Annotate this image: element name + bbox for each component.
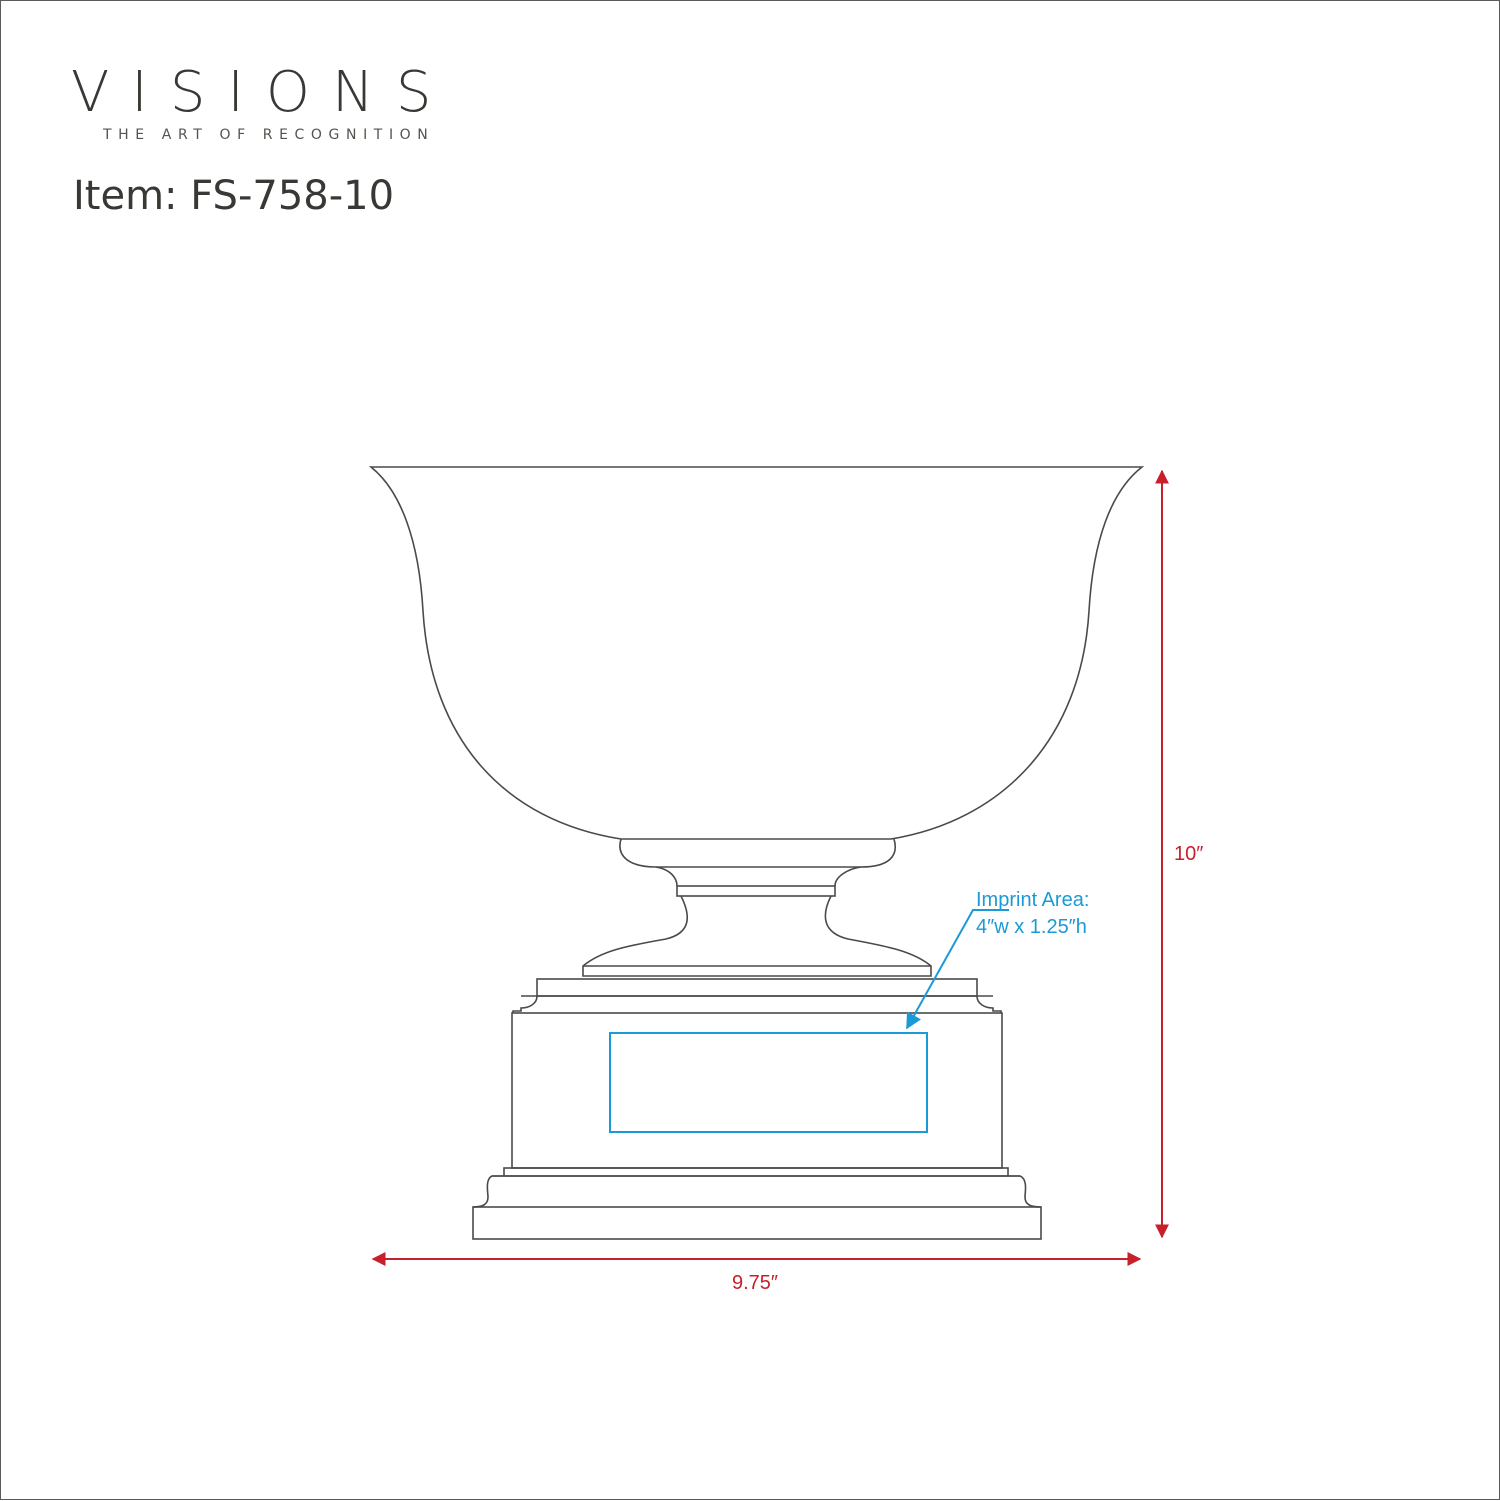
base-bottom-band: [503, 1167, 1009, 1177]
trophy-outline: [368, 466, 1145, 1240]
collar-upper: [619, 838, 896, 868]
collar-ring: [676, 885, 836, 897]
collar-link: [655, 866, 862, 887]
base-bottom-moulding: [472, 1175, 1042, 1208]
base-block: [511, 1012, 1003, 1169]
width-label: 9.75″: [732, 1272, 778, 1294]
brand-logo: VISIONS: [71, 60, 454, 125]
base-plinth: [472, 1206, 1042, 1240]
base-cap: [512, 995, 1002, 1013]
imprint-area-box: [609, 1032, 928, 1133]
item-code: FS-758-10: [190, 173, 395, 219]
imprint-leader-line: [906, 909, 1009, 1030]
imprint-size: 4″w x 1.25″h: [976, 916, 1087, 938]
base-top-plate: [536, 978, 978, 997]
stem-flare: [582, 895, 932, 977]
bowl-outline: [368, 466, 1145, 840]
imprint-title: Imprint Area:: [976, 889, 1089, 911]
brand-tagline: THE ART OF RECOGNITION: [103, 127, 435, 143]
item-heading: Item: FS-758-10: [73, 173, 394, 219]
brand-block: VISIONS THE ART OF RECOGNITION: [71, 60, 471, 144]
height-label: 10″: [1174, 843, 1203, 865]
item-label: Item:: [73, 173, 178, 219]
